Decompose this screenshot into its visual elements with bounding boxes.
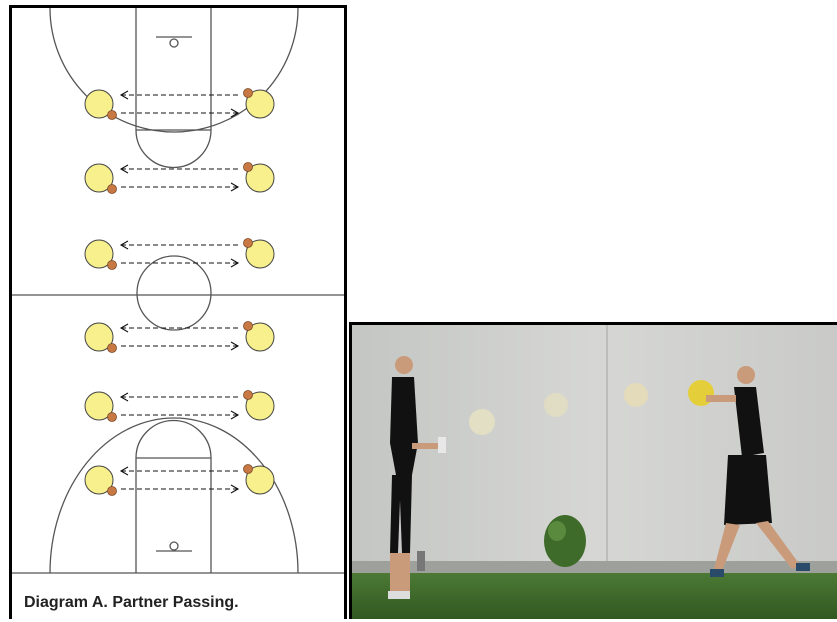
ball-left-4 — [107, 343, 117, 353]
pass-arrow-to-left-4-head — [119, 323, 129, 333]
grass — [352, 573, 837, 619]
bottom-three-point-arc — [49, 417, 299, 574]
athlete-left — [388, 356, 446, 599]
bottom-rim — [169, 541, 179, 551]
pass-arrow-to-left-5-head — [119, 392, 129, 402]
pass-arrow-to-right-1-head — [230, 108, 240, 118]
ball-left-6 — [107, 486, 117, 496]
court-lines — [12, 8, 344, 574]
player-left-6 — [84, 465, 114, 495]
player-right-4 — [245, 322, 275, 352]
player-left-5 — [84, 391, 114, 421]
ball-trail-2 — [544, 393, 568, 417]
ball-left-1 — [107, 110, 117, 120]
player-right-6 — [245, 465, 275, 495]
player-left-1 — [84, 89, 114, 119]
pass-arrow-to-left-6-head — [119, 466, 129, 476]
ball-right-1 — [243, 88, 253, 98]
pass-arrow-to-right-3-head — [230, 258, 240, 268]
diagram-caption: Diagram A. Partner Passing. — [24, 594, 239, 611]
player-right-2 — [245, 163, 275, 193]
diagram-panel: Diagram A. Partner Passing. — [9, 5, 347, 619]
pass-arrow-to-right-4-head — [230, 341, 240, 351]
ball-right-3 — [243, 238, 253, 248]
pass-arrow-to-left-3-head — [119, 240, 129, 250]
pass-arrow-to-left-2-head — [119, 164, 129, 174]
shrub — [544, 515, 586, 567]
pass-arrow-to-right-2-head — [230, 182, 240, 192]
pass-arrow-to-right-5-head — [230, 410, 240, 420]
athlete-right — [706, 366, 810, 577]
player-right-1 — [245, 89, 275, 119]
ball-trail-3 — [624, 383, 648, 407]
ball-left-2 — [107, 184, 117, 194]
ball-right-6 — [243, 464, 253, 474]
top-free-throw-circle — [135, 129, 212, 169]
basketball-court-diagram — [12, 8, 344, 574]
water-bottle — [417, 551, 425, 571]
ball-trail-1 — [469, 409, 495, 435]
center-circle — [136, 255, 212, 331]
ball-right-2 — [243, 162, 253, 172]
ball-left-5 — [107, 412, 117, 422]
pass-arrow-to-right-6-head — [230, 484, 240, 494]
player-left-2 — [84, 163, 114, 193]
player-right-5 — [245, 391, 275, 421]
partner-pairs — [84, 88, 275, 496]
partner-passing-photo — [349, 322, 837, 619]
player-right-3 — [245, 239, 275, 269]
ball-left-3 — [107, 260, 117, 270]
player-left-3 — [84, 239, 114, 269]
top-three-point-arc — [49, 8, 299, 133]
pass-arrow-to-left-1-head — [119, 90, 129, 100]
bottom-free-throw-circle — [135, 419, 212, 459]
ball-right-5 — [243, 390, 253, 400]
ball-right-4 — [243, 321, 253, 331]
medicine-ball — [688, 380, 714, 406]
player-left-4 — [84, 322, 114, 352]
top-rim — [169, 38, 179, 48]
photo-illustration — [352, 325, 837, 619]
